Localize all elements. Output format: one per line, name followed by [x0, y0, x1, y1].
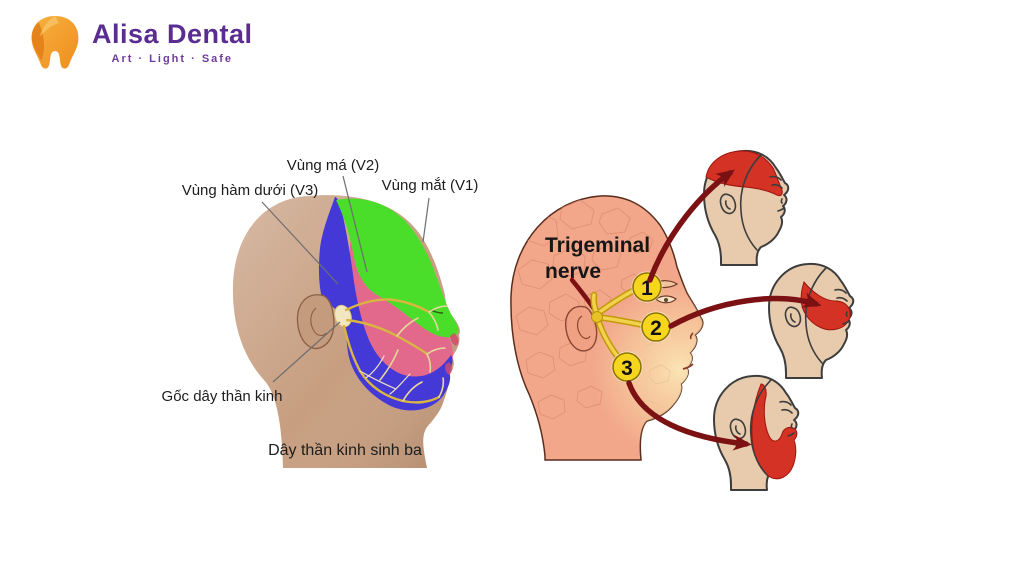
zone-v3-jaw [318, 197, 453, 411]
small-head-1 [703, 149, 790, 266]
branch-number-1: 1 [641, 277, 653, 300]
nerve-branches [342, 298, 448, 404]
label-v2: Vùng má (V2) [287, 157, 380, 174]
logo: Alisa Dental Art · Light · Safe [28, 12, 253, 74]
zone-v1-eye [336, 198, 459, 338]
leader-nerve-root [272, 321, 341, 383]
right-title-line1: Trigeminal [545, 234, 650, 257]
left-caption: Dây thần kinh sinh ba [268, 442, 422, 459]
label-v1: Vùng mắt (V1) [382, 177, 479, 194]
leader-v3 [261, 201, 339, 285]
left-diagram: Vùng má (V2) Vùng hàm dưới (V3) Vùng mắt… [140, 130, 500, 470]
branch-circle-3: 3 [611, 351, 643, 383]
nostril [689, 332, 694, 340]
label-nerve-root: Gốc dây thần kinh [162, 388, 283, 405]
label-v3: Vùng hàm dưới (V3) [182, 182, 319, 199]
small-head-2 [768, 262, 855, 379]
small-head-3 [713, 374, 800, 491]
nose-accent [450, 333, 459, 346]
leader-v2 [342, 175, 368, 273]
right-title-line2: nerve [545, 260, 601, 283]
left-ear [296, 294, 335, 350]
arrow-branch-1 [647, 169, 735, 283]
logo-name: Alisa Dental [92, 19, 253, 49]
branch-number-2: 2 [650, 317, 662, 340]
leader-v1 [422, 197, 430, 243]
big-ear-inner [576, 315, 591, 340]
highlight-ophthalmic [705, 150, 783, 197]
branch-number-3: 3 [621, 357, 633, 380]
logo-tagline: Art · Light · Safe [111, 53, 234, 65]
branch-circle-2: 2 [640, 311, 672, 343]
arrow-branch-3 [626, 380, 752, 451]
arrow-branch-2 [668, 292, 822, 329]
right-diagram: Trigeminal nerve [490, 130, 890, 520]
mouth-line [682, 363, 694, 370]
lips-accent [445, 362, 452, 375]
tooth-logo-icon [31, 16, 79, 69]
branch-circle-1: 1 [631, 271, 663, 303]
iris [664, 298, 668, 302]
big-ear [565, 305, 598, 352]
